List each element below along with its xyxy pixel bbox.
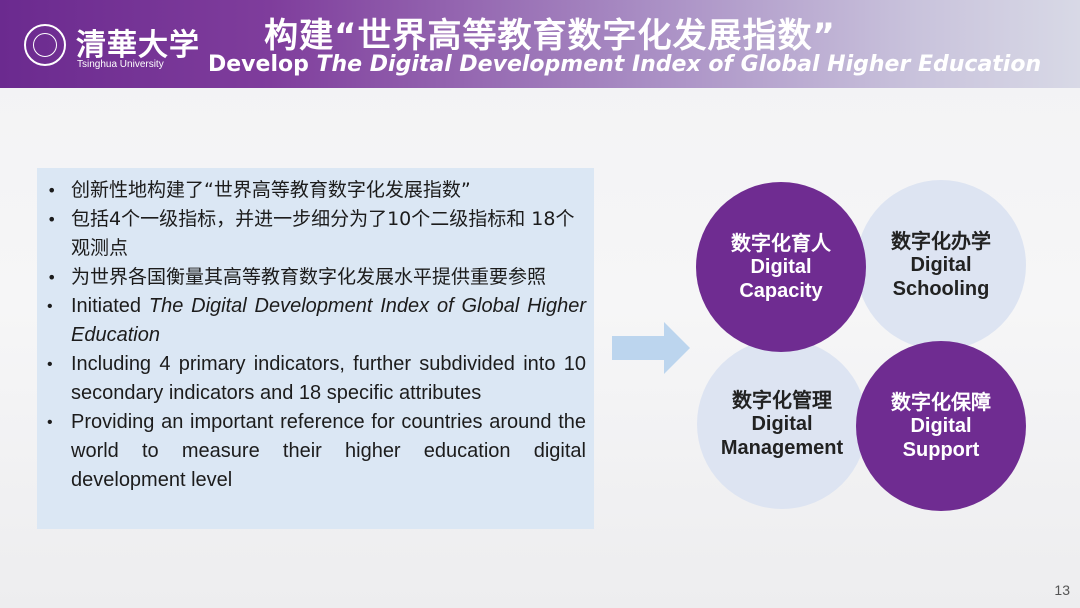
- title-en-prefix: Develop: [208, 52, 317, 77]
- list-item: Including 4 primary indicators, further …: [45, 350, 586, 408]
- slide-title-en: Develop The Digital Development Index of…: [208, 52, 1041, 77]
- circle-label-cn: 数字化保障: [891, 390, 991, 414]
- circle-label-en: Support: [902, 439, 980, 461]
- circle-label-cn: 数字化办学: [891, 229, 991, 253]
- circle-label-cn: 数字化管理: [732, 388, 832, 412]
- circle-label-en: Digital: [751, 413, 813, 435]
- circle-label-en: Schooling: [892, 278, 990, 300]
- tsinghua-seal-icon: [24, 24, 66, 66]
- slide-title-cn: 构建“世界高等教育数字化发展指数”: [264, 16, 836, 56]
- circle-digital-support: 数字化保障 Digital Support: [856, 341, 1026, 511]
- logo-name-cn: 清華大学: [76, 28, 200, 63]
- page-number: 13: [1054, 582, 1070, 598]
- circle-label-en: Digital: [750, 256, 812, 278]
- list-item: Providing an important reference for cou…: [45, 408, 586, 495]
- list-item: 包括4个一级指标，并进一步细分为了10个二级指标和 18个观测点: [45, 205, 586, 263]
- bullet-list: 创新性地构建了“世界高等教育数字化发展指数” 包括4个一级指标，并进一步细分为了…: [45, 176, 586, 495]
- header-banner: 清華大学 Tsinghua University 构建“世界高等教育数字化发展指…: [0, 0, 1080, 88]
- circle-digital-capacity: 数字化育人 Digital Capacity: [696, 182, 866, 352]
- circle-digital-management: 数字化管理 Digital Management: [697, 339, 867, 509]
- bullet-textbox: 创新性地构建了“世界高等教育数字化发展指数” 包括4个一级指标，并进一步细分为了…: [37, 168, 594, 529]
- list-item: 为世界各国衡量其高等教育数字化发展水平提供重要参照: [45, 263, 586, 292]
- logo-name-en: Tsinghua University: [77, 59, 164, 70]
- circle-label-en: Capacity: [739, 280, 823, 302]
- list-item: Initiated The Digital Development Index …: [45, 292, 586, 350]
- arrow-right-icon: [612, 322, 690, 374]
- circle-digital-schooling: 数字化办学 Digital Schooling: [856, 180, 1026, 350]
- circle-label-en: Digital: [910, 254, 972, 276]
- circle-label-en: Digital: [910, 415, 972, 437]
- circle-label-cn: 数字化育人: [731, 231, 831, 255]
- bullet-prefix: Initiated: [71, 295, 149, 317]
- list-item: 创新性地构建了“世界高等教育数字化发展指数”: [45, 176, 586, 205]
- circle-label-en: Management: [720, 437, 844, 459]
- title-en-italic: The Digital Development Index of Global …: [316, 52, 1042, 77]
- bullet-italic: The Digital Development Index of Global …: [71, 295, 586, 346]
